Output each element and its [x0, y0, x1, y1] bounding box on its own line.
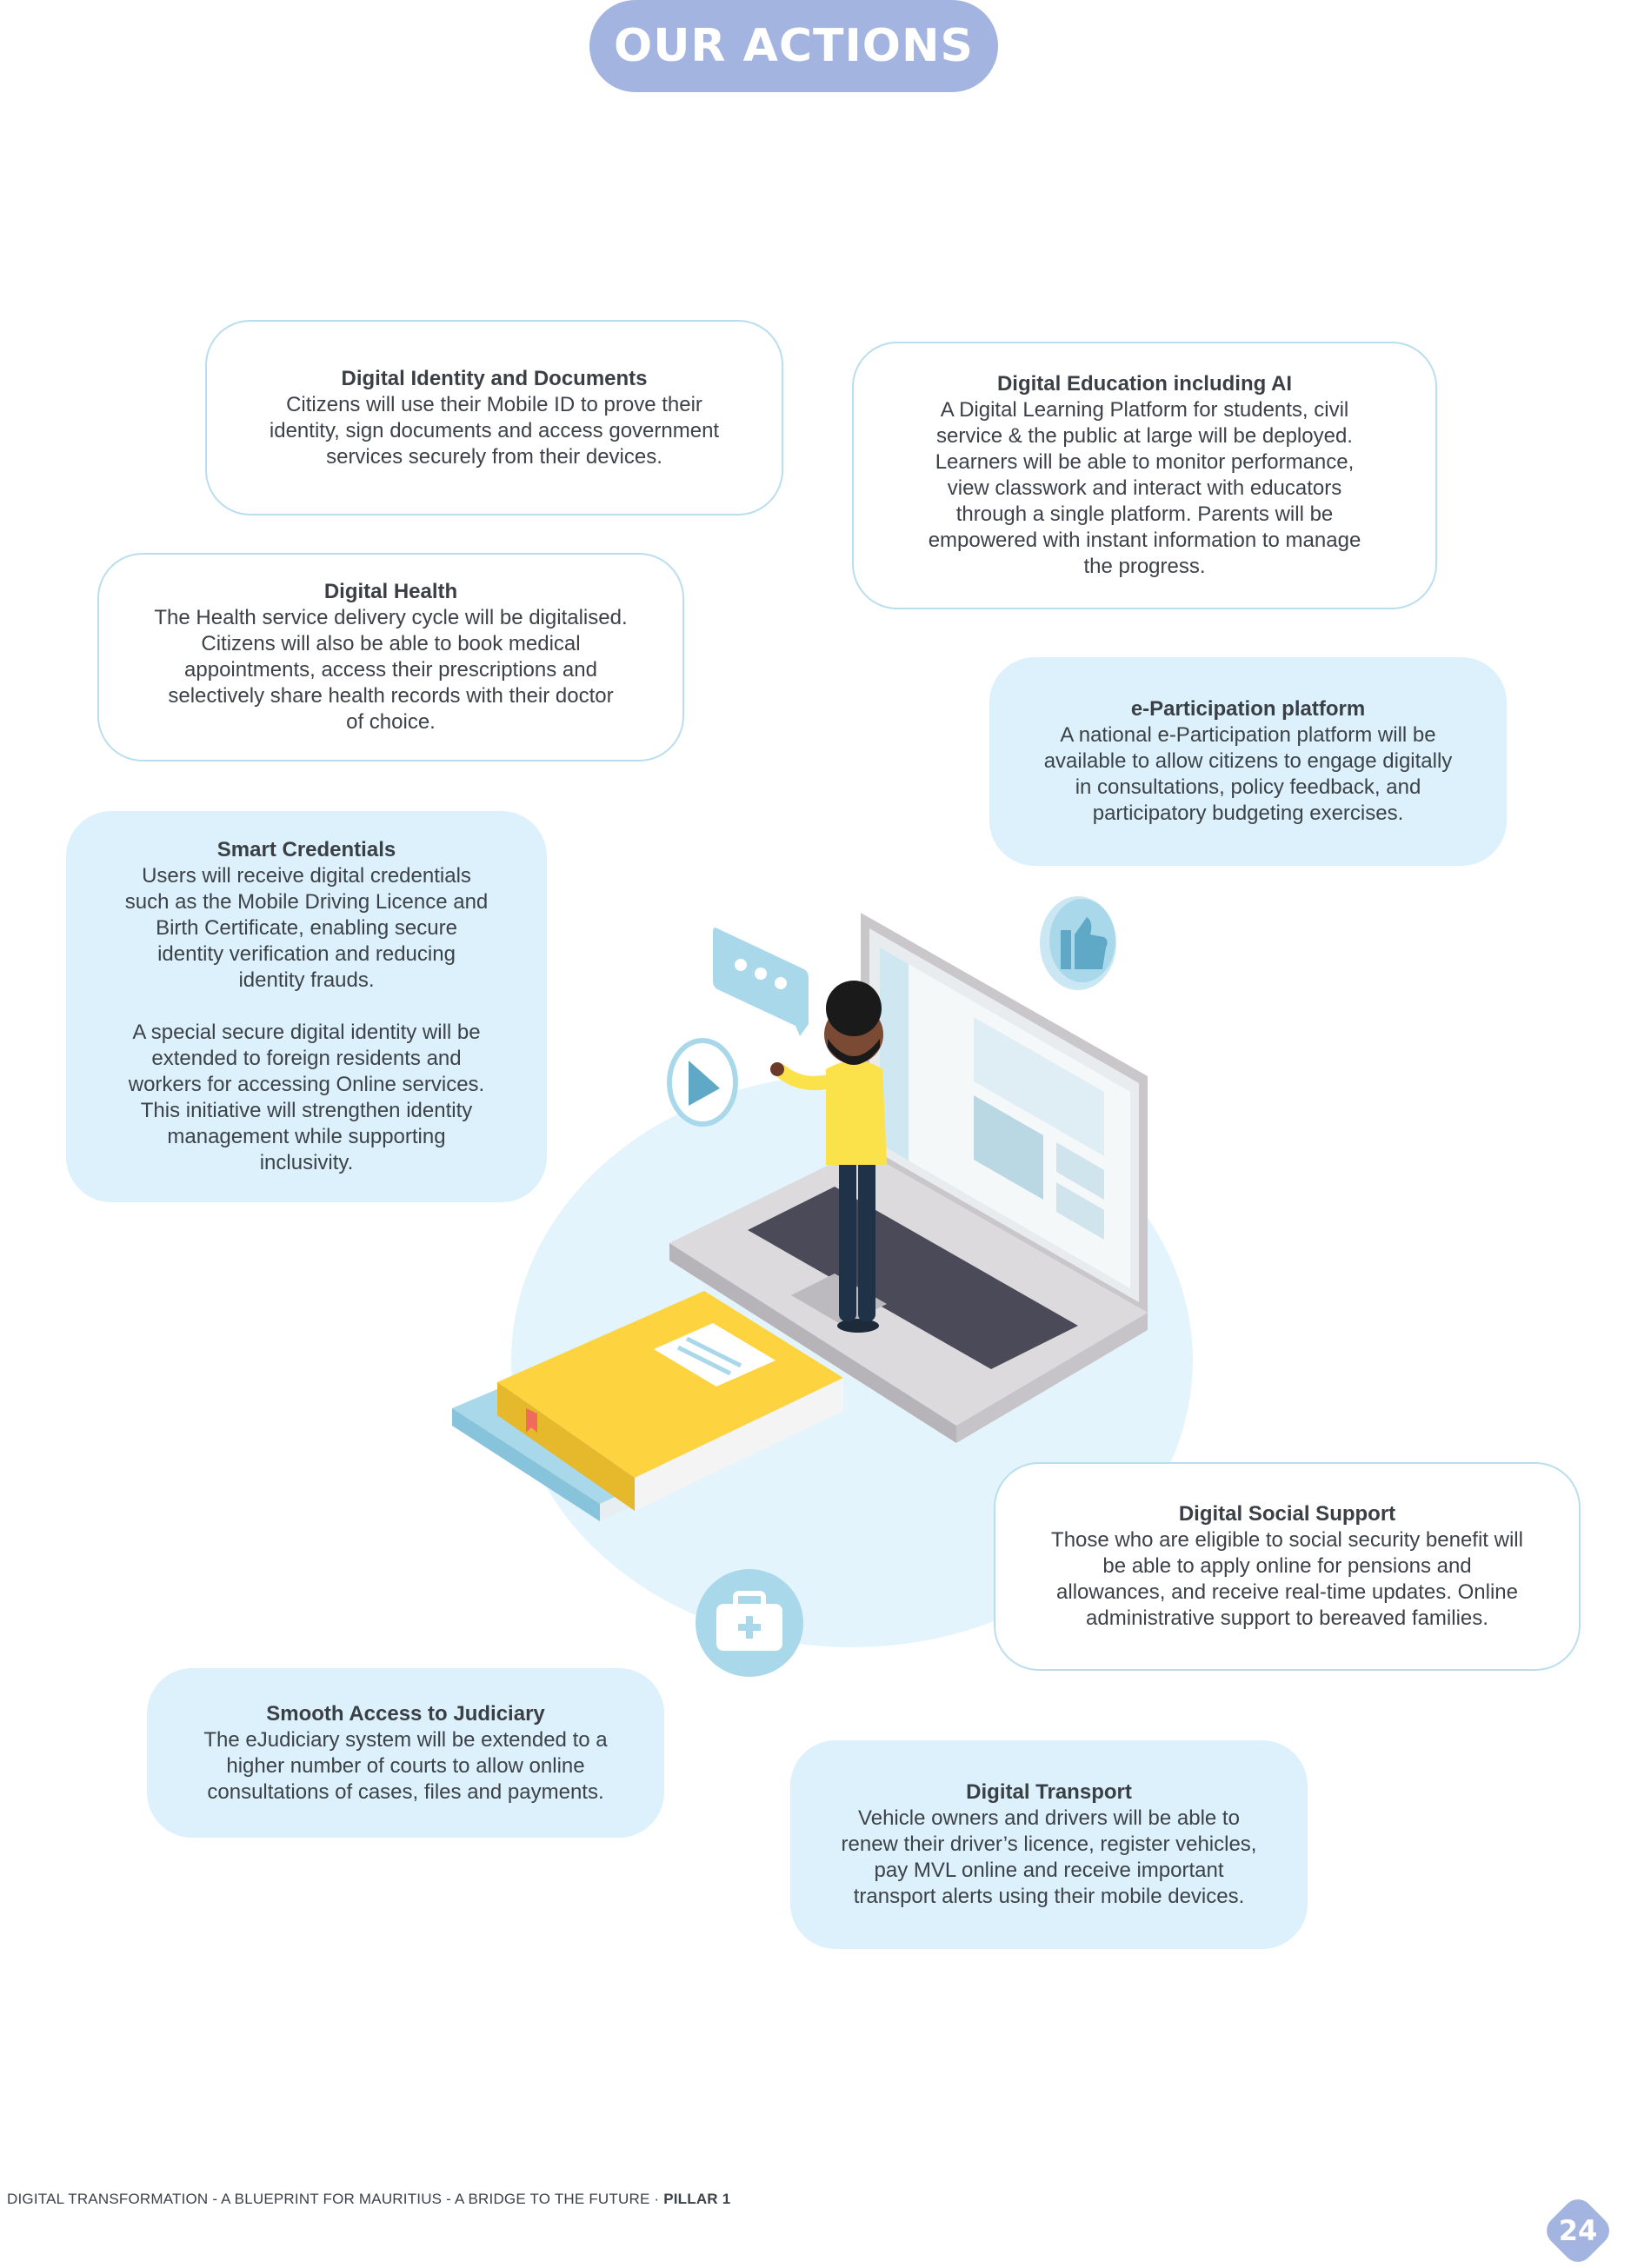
card-body: A national e-Participation platform will…: [1043, 723, 1453, 825]
card-body: Those who are eligible to social securit…: [1051, 1528, 1523, 1630]
card-body: Vehicle owners and drivers will be able …: [841, 1806, 1257, 1908]
card-title: Smart Credentials: [216, 838, 396, 861]
card-smart-credentials: Smart Credentials Users will receive dig…: [66, 811, 547, 1202]
card-body: A Digital Learning Platform for students…: [928, 398, 1361, 578]
card-title: Digital Social Support: [1178, 1502, 1396, 1526]
card-judiciary: Smooth Access to Judiciary The eJudiciar…: [147, 1668, 664, 1838]
footer-pillar: PILLAR 1: [663, 2191, 731, 2207]
page-title-pill: OUR ACTIONS: [589, 0, 998, 92]
card-digital-identity: Digital Identity and Documents Citizens …: [205, 320, 783, 515]
page-number-badge: 24: [1540, 2192, 1616, 2268]
card-body: Users will receive digital credentials s…: [124, 864, 489, 992]
laptop-illustration: [452, 896, 1193, 1647]
play-icon: [667, 1038, 738, 1127]
person-figure: [770, 981, 887, 1333]
card-digital-health: Digital Health The Health service delive…: [97, 553, 684, 762]
card-title: Digital Education including AI: [996, 372, 1293, 396]
card-body: The Health service delivery cycle will b…: [154, 606, 628, 734]
chat-bubble-icon: [713, 928, 809, 1036]
card-body: The eJudiciary system will be extended t…: [203, 1727, 608, 1804]
card-title: e-Participation platform: [1130, 697, 1366, 721]
card-title: Smooth Access to Judiciary: [266, 1701, 545, 1726]
card-digital-transport: Digital Transport Vehicle owners and dri…: [790, 1740, 1308, 1949]
books-icon: [452, 1291, 843, 1521]
page-title: OUR ACTIONS: [614, 20, 974, 72]
thumbs-up-icon: [1040, 896, 1116, 990]
card-title: Digital Identity and Documents: [341, 366, 648, 390]
page-number: 24: [1558, 2214, 1598, 2247]
card-digital-education: Digital Education including AI A Digital…: [852, 342, 1437, 609]
first-aid-kit-icon: [696, 1569, 803, 1677]
laptop-icon: [669, 913, 1148, 1443]
card-e-participation: e-Participation platform A national e-Pa…: [989, 657, 1507, 866]
card-digital-social-support: Digital Social Support Those who are eli…: [994, 1462, 1581, 1671]
footer-text: DIGITAL TRANSFORMATION - A BLUEPRINT FOR…: [7, 2191, 730, 2208]
card-title: Digital Health: [323, 580, 458, 603]
card-body-secondary: A special secure digital identity will b…: [128, 1021, 485, 1174]
card-body: Citizens will use their Mobile ID to pro…: [269, 392, 720, 469]
card-title: Digital Transport: [966, 1780, 1132, 1804]
footer-title: DIGITAL TRANSFORMATION - A BLUEPRINT FOR…: [7, 2191, 664, 2207]
